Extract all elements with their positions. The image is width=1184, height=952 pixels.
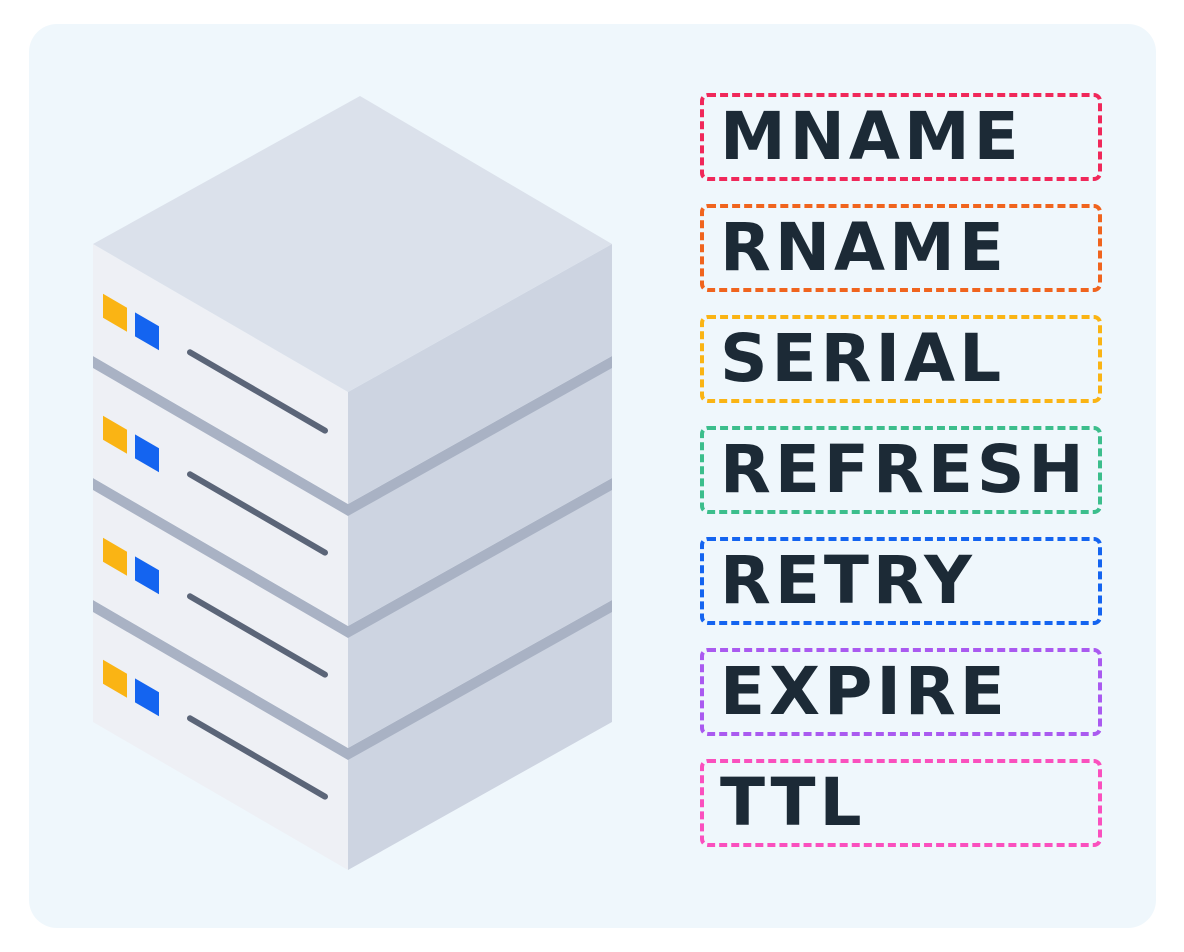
- record-box-refresh: REFRESH: [700, 426, 1102, 514]
- record-box-retry: RETRY: [700, 537, 1102, 625]
- server-unit: [93, 488, 612, 760]
- status-led-blue: [135, 556, 159, 595]
- record-label: REFRESH: [720, 431, 1088, 508]
- record-box-expire: EXPIRE: [700, 648, 1102, 736]
- soa-record-list: MNAME RNAME SERIAL REFRESH RETRY EXPIRE TTL: [700, 93, 1104, 870]
- drive-slot: [187, 593, 328, 678]
- record-box-rname: RNAME: [700, 204, 1102, 292]
- record-label: RETRY: [720, 542, 976, 619]
- status-led-orange: [103, 537, 127, 576]
- status-led-blue: [135, 312, 159, 351]
- record-label: RNAME: [720, 209, 1008, 286]
- record-label: EXPIRE: [720, 653, 1009, 730]
- drive-slot: [187, 715, 328, 800]
- server-unit: [93, 96, 612, 516]
- server-front-face: [93, 244, 348, 504]
- server-unit: [93, 366, 612, 638]
- drive-slot: [187, 471, 328, 556]
- server-side-face: [348, 366, 612, 626]
- record-box-serial: SERIAL: [700, 315, 1102, 403]
- record-box-mname: MNAME: [700, 93, 1102, 181]
- status-led-blue: [135, 678, 159, 717]
- server-unit: [93, 610, 612, 870]
- server-front-face: [93, 488, 348, 748]
- status-led-blue: [135, 434, 159, 473]
- server-front-face: [93, 366, 348, 626]
- record-label: SERIAL: [720, 320, 1006, 397]
- record-label: MNAME: [720, 98, 1023, 175]
- status-led-orange: [103, 659, 127, 698]
- server-front-face: [93, 610, 348, 870]
- record-box-ttl: TTL: [700, 759, 1102, 847]
- server-side-face: [348, 610, 612, 870]
- status-led-orange: [103, 293, 127, 332]
- server-side-face: [348, 488, 612, 748]
- record-label: TTL: [720, 764, 866, 841]
- server-top-face: [93, 96, 612, 392]
- server-side-face: [348, 244, 612, 504]
- status-led-orange: [103, 415, 127, 454]
- drive-slot: [187, 349, 328, 434]
